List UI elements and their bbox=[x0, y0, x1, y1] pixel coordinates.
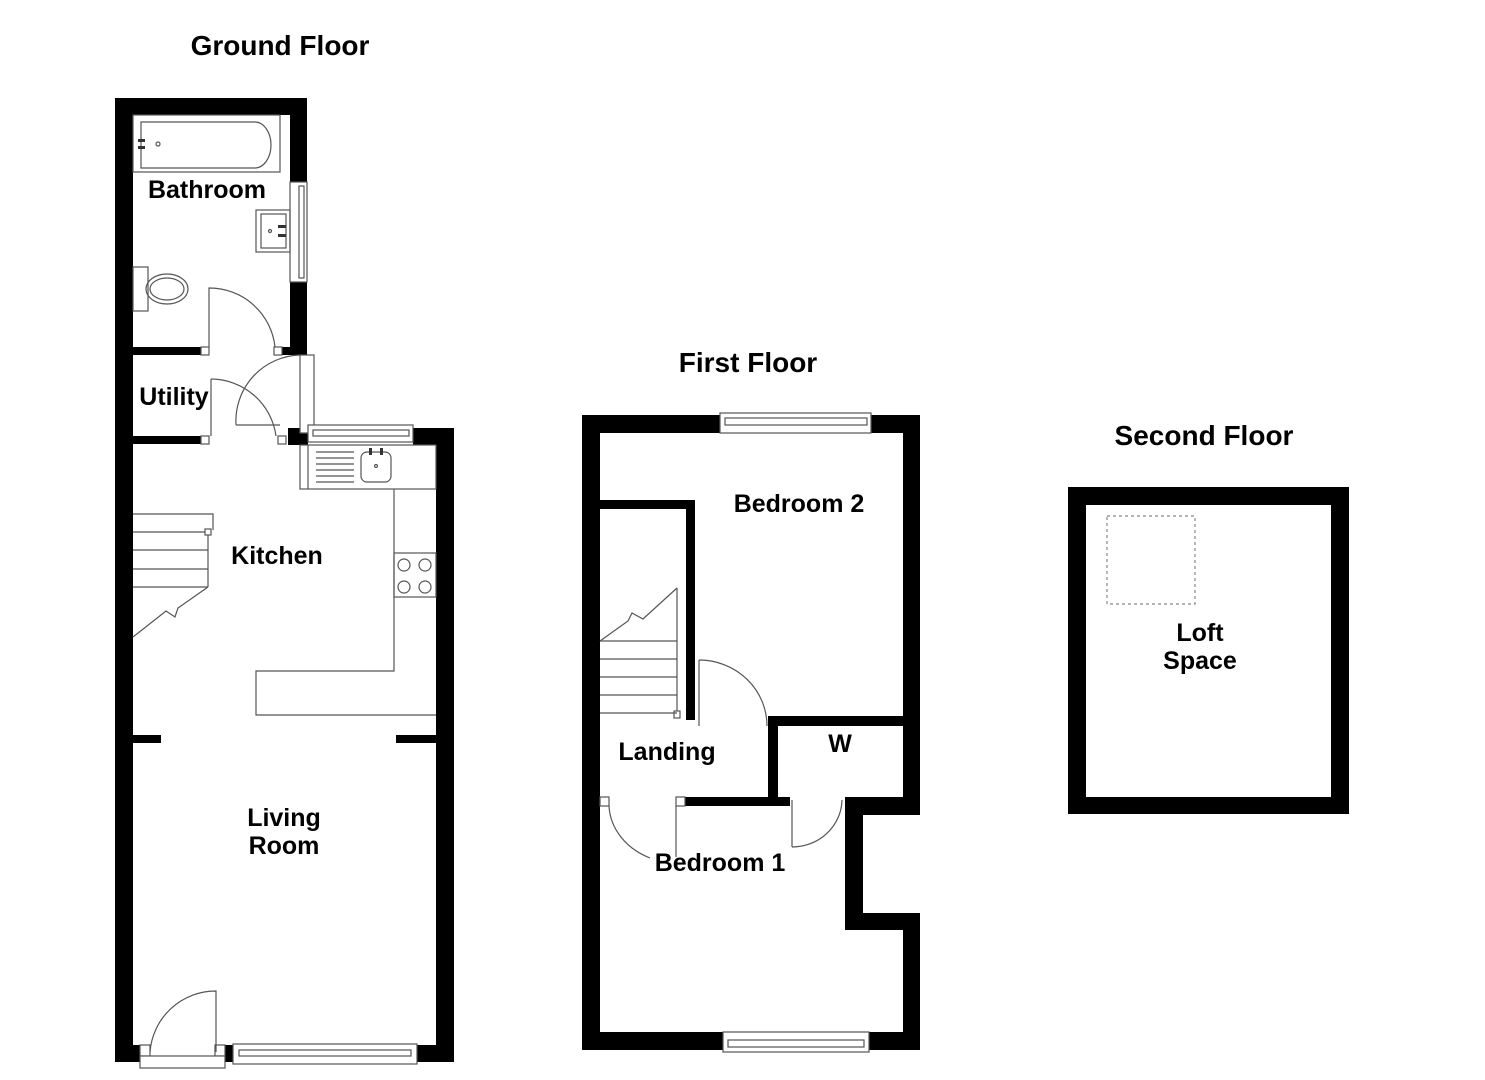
bedroom2-window-icon bbox=[719, 412, 872, 434]
room-label-bedroom-2: Bedroom 2 bbox=[734, 490, 865, 518]
room-label-bathroom: Bathroom bbox=[148, 176, 266, 204]
second-floor-title: Second Floor bbox=[1115, 420, 1294, 451]
kitchen-window-icon bbox=[307, 424, 414, 443]
room-label-living-line2: Room bbox=[249, 832, 320, 860]
room-label-utility: Utility bbox=[139, 383, 209, 411]
wash-basin-icon bbox=[255, 209, 291, 253]
kitchen-sink-icon bbox=[299, 444, 437, 490]
living-window-icon bbox=[232, 1043, 418, 1065]
room-label-bedroom-1: Bedroom 1 bbox=[655, 849, 786, 877]
ground-floor-title: Ground Floor bbox=[191, 30, 370, 61]
first-stairs-icon bbox=[599, 587, 681, 719]
kitchen-counter bbox=[255, 489, 436, 716]
utility-door-icon bbox=[200, 378, 287, 445]
second-floor-walls bbox=[1068, 487, 1349, 814]
second-floor: Second Floor Loft Space bbox=[1068, 420, 1349, 814]
room-label-landing: Landing bbox=[618, 738, 715, 766]
first-floor-title: First Floor bbox=[679, 347, 818, 378]
ground-stairs-icon bbox=[132, 513, 214, 638]
room-label-loft-line2: Space bbox=[1163, 647, 1237, 675]
loft-hatch-icon bbox=[1106, 515, 1196, 605]
bathroom-door-icon bbox=[200, 287, 283, 356]
bedroom1-window-icon bbox=[722, 1031, 870, 1053]
ground-floor: Ground Floor bbox=[115, 30, 454, 1069]
bedroom1-door-icon bbox=[599, 796, 686, 859]
bath-tub-icon bbox=[132, 114, 281, 173]
room-label-living-line1: Living bbox=[247, 804, 321, 832]
room-label-kitchen: Kitchen bbox=[231, 542, 323, 570]
first-floor-walls bbox=[582, 415, 920, 1050]
room-label-wardrobe: W bbox=[828, 730, 852, 758]
room-label-loft-line1: Loft bbox=[1176, 619, 1224, 647]
bedroom2-door-icon bbox=[698, 659, 768, 727]
front-door-icon bbox=[139, 990, 226, 1069]
ground-floor-walls bbox=[115, 98, 454, 1062]
hob-icon bbox=[393, 552, 437, 598]
first-floor: First Floor bbox=[582, 347, 920, 1053]
wardrobe-door-icon bbox=[791, 799, 843, 848]
bathroom-window-icon bbox=[289, 181, 308, 283]
toilet-icon bbox=[132, 266, 189, 312]
utility-back-door-icon bbox=[235, 354, 315, 434]
